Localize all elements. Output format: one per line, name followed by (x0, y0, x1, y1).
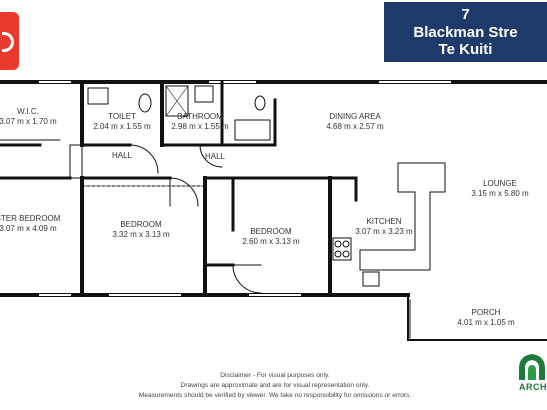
room-dining-area: DINING AREA 4.68 m x 2.57 m (326, 112, 384, 131)
suburb-name: Te Kuiti (438, 41, 493, 58)
agent-logo-icon (0, 12, 19, 70)
disclaimer-line-2: Drawings are approximate and are for vis… (180, 382, 370, 389)
disclaimer-line-1: Disclaimer - For visual purposes only. (220, 372, 330, 379)
room-lounge: LOUNGE 3.15 m x 5.80 m (471, 179, 529, 198)
room-toilet: TOILET 2.04 m x 1.55 m (93, 112, 151, 131)
room-hall-1: HALL (111, 151, 133, 160)
disclaimer-line-3: Measurements should be verified by viewe… (138, 392, 412, 399)
address-title-box: 7 Blackman Stre Te Kuiti (384, 2, 547, 62)
disclaimer: Disclaimer - For visual purposes only. D… (130, 371, 420, 401)
room-wic: W.I.C. 3.07 m x 1.70 m (0, 107, 57, 126)
room-hall-2: HALL (204, 152, 226, 161)
room-bathroom: BATHROOM 2.98 m x 1.55 m (171, 112, 229, 131)
room-kitchen: KITCHEN 3.07 m x 3.23 m (355, 217, 413, 236)
room-master-bedroom: STER BEDROOM 3.07 m x 4.09 m (0, 214, 61, 233)
room-bedroom-2: BEDROOM 2.60 m x 3.13 m (242, 227, 300, 246)
archway-logo-text: ARCHWA (519, 382, 547, 392)
room-bedroom-1: BEDROOM 3.32 m x 3.13 m (112, 220, 170, 239)
room-porch: PORCH 4.01 m x 1.05 m (457, 308, 515, 327)
archway-logo-icon (519, 354, 545, 380)
street-name: Blackman Stre (413, 24, 518, 41)
street-number: 7 (461, 6, 470, 23)
